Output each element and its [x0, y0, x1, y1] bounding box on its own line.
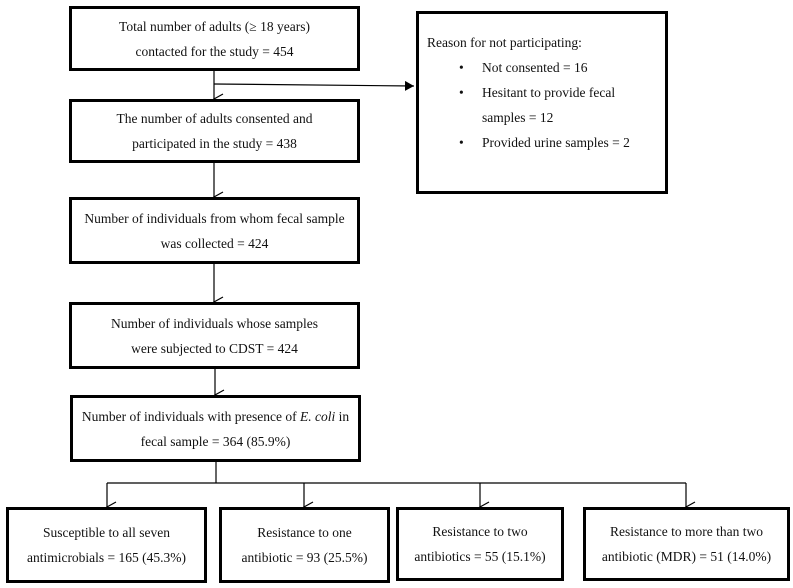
box-susceptible: Susceptible to all seven antimicrobials …: [6, 507, 207, 583]
box-ecoli-text: Number of individuals with presence of E…: [79, 404, 352, 454]
box-resist-one-text: Resistance to one antibiotic = 93 (25.5%…: [241, 525, 368, 565]
box-mdr-text: Resistance to more than two antibiotic (…: [601, 524, 772, 564]
box-susceptible-text: Susceptible to all seven antimicrobials …: [26, 525, 187, 565]
box-participated: The number of adults consented and parti…: [69, 99, 360, 163]
box-resist-one: Resistance to one antibiotic = 93 (25.5%…: [219, 507, 390, 583]
reason-item: Provided urine samples = 2: [427, 130, 652, 155]
box-cdst: Number of individuals whose samples were…: [69, 302, 360, 369]
ecoli-italic: E. coli: [300, 408, 336, 424]
ecoli-suffix: in fecal sample = 364 (85.9%): [140, 408, 350, 449]
box-contacted-text: Total number of adults (≥ 18 years) cont…: [119, 18, 310, 59]
box-cdst-text: Number of individuals whose samples were…: [111, 315, 318, 356]
arrow-to-reasons: [213, 80, 415, 91]
reason-item: Hesitant to provide fecal samples = 12: [427, 80, 652, 130]
box-mdr: Resistance to more than two antibiotic (…: [583, 507, 790, 581]
box-contacted: Total number of adults (≥ 18 years) cont…: [69, 6, 360, 71]
reason-item: Not consented = 16: [427, 55, 652, 80]
box-fecal-collected: Number of individuals from whom fecal sa…: [69, 197, 360, 264]
box-resist-two: Resistance to two antibiotics = 55 (15.1…: [396, 507, 564, 581]
reasons-list: Not consented = 16 Hesitant to provide f…: [427, 55, 652, 155]
box-fecal-collected-text: Number of individuals from whom fecal sa…: [84, 210, 345, 251]
reasons-title: Reason for not participating:: [427, 35, 582, 50]
ecoli-prefix: Number of individuals with presence of: [81, 408, 301, 424]
box-ecoli: Number of individuals with presence of E…: [70, 395, 361, 462]
box-reasons: Reason for not participating: Not consen…: [416, 11, 668, 194]
box-participated-text: The number of adults consented and parti…: [116, 111, 313, 151]
box-resist-two-text: Resistance to two antibiotics = 55 (15.1…: [414, 524, 546, 564]
